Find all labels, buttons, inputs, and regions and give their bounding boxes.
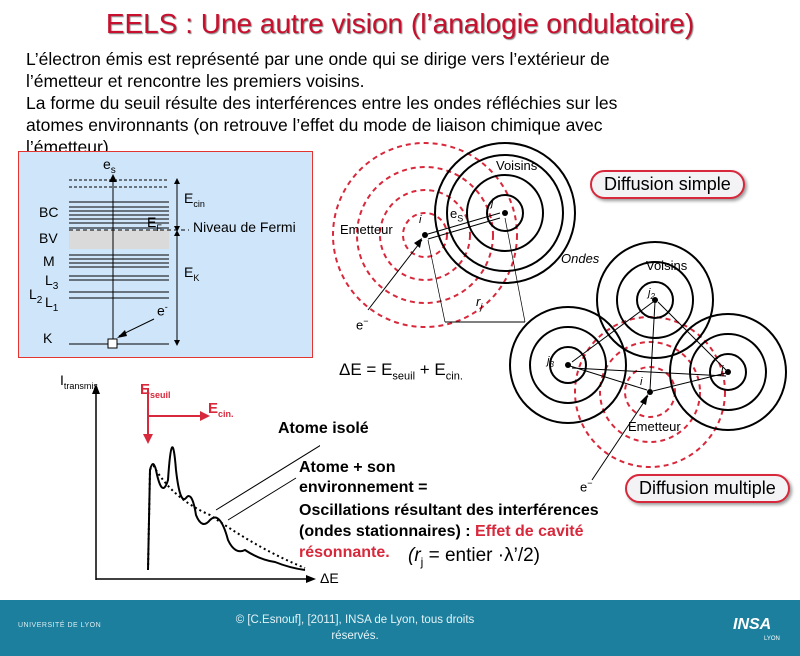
- k-label: K: [43, 330, 53, 346]
- neighbor-atom: [502, 210, 508, 216]
- neighbors-label: Voisins: [496, 158, 538, 173]
- atom-j2-label: j2: [648, 287, 655, 302]
- atom-j3-label: j3: [547, 355, 554, 370]
- neighbor-atom: [725, 369, 731, 375]
- environment-pointer: [227, 477, 297, 521]
- band-diagram-graphic: [69, 174, 189, 349]
- l3-label: L3: [45, 272, 59, 292]
- emitter-label: Emetteur: [340, 222, 393, 237]
- intro-line: atomes environnants (on retrouve l’effet…: [26, 115, 603, 135]
- intro-line: l’émetteur et rencontre les premiers voi…: [26, 71, 365, 91]
- neighbor-waves-multiple: [509, 241, 787, 431]
- simple-diffusion-label: Diffusion simple: [590, 170, 745, 199]
- bv-label: BV: [39, 230, 58, 246]
- insa-logo-sub: LYON: [764, 636, 780, 642]
- atom-environment-label: Atome + son: [299, 459, 396, 476]
- energy-band-diagram: es BC BV M L3 L2 L1 K Ecin EF Niveau de …: [18, 151, 313, 358]
- emitter-atom: [422, 232, 428, 238]
- rj-label: rj: [476, 294, 483, 312]
- footer-bar: [0, 600, 800, 656]
- intro-line: L’électron émis est représenté par une o…: [26, 49, 610, 69]
- x-axis-label: ΔE: [320, 570, 339, 586]
- oscillation-text: Oscillations résultant des interférences: [299, 502, 599, 519]
- neighbors-label: Voisins: [646, 258, 688, 273]
- atom-environment-label: environnement =: [299, 479, 428, 496]
- incident-electron-label: e−: [580, 478, 593, 495]
- oscillation-text: résonnante.: [299, 544, 390, 561]
- emitter-label: Emetteur: [628, 419, 681, 434]
- emitter-waves-simple: [332, 142, 518, 328]
- eseuil-label: Eseuil: [140, 381, 171, 400]
- university-logo: UNIVERSITÉ DE LYON: [18, 622, 102, 629]
- atom-j-label: j: [721, 364, 724, 376]
- insa-logo: INSA: [733, 616, 772, 633]
- arrow-head: [109, 174, 117, 182]
- atom-j-label: j: [491, 197, 494, 209]
- isolated-atom-curve: [147, 465, 306, 571]
- intro-text: L’électron émis est représenté par une o…: [26, 48, 726, 158]
- copyright-line: © [C.Esnouf], [2011], INSA de Lyon, tous…: [235, 614, 475, 626]
- fermi-level-label: Niveau de Fermi: [193, 219, 296, 235]
- incident-electron-label: e-: [157, 302, 168, 319]
- multiple-scattering-arrows: [569, 301, 727, 392]
- l-levels: [69, 275, 169, 299]
- es-label: es: [103, 156, 116, 176]
- waves-label: Ondes: [561, 251, 600, 266]
- ecin-label: Ecin: [184, 190, 205, 209]
- l1-label: L1: [45, 294, 59, 314]
- scattering-arrow: [427, 212, 501, 235]
- conduction-band-lines: [69, 201, 169, 229]
- ef-label: EF: [147, 214, 162, 233]
- oscillation-text: (ondes stationnaires) : Effet de cavité: [299, 523, 584, 540]
- resonance-formula: (rj = entier ·λ’/2): [408, 545, 541, 569]
- bc-label: BC: [39, 204, 59, 220]
- eels-spectrum-plot: [92, 384, 320, 583]
- atom-i-label: i: [640, 376, 643, 388]
- diffusion-diagram: [332, 142, 787, 481]
- emitter-atom: [647, 389, 653, 395]
- core-hole: [107, 338, 118, 349]
- copyright-text: © [C.Esnouf], [2011], INSA de Lyon, tous…: [190, 612, 520, 644]
- incident-electron-label: e−: [356, 316, 369, 333]
- isolated-atom-label: Atome isolé: [278, 420, 369, 437]
- ecin-label: Ecin.: [208, 400, 234, 419]
- l2-label: L2: [29, 286, 43, 306]
- intro-line: La forme du seuil résulte des interféren…: [26, 93, 618, 113]
- neighbor-atom: [565, 362, 571, 368]
- valence-band: [69, 230, 169, 249]
- slide-title: EELS : Une autre vision (l’analogie ondu…: [105, 8, 695, 39]
- m-label: M: [43, 253, 55, 269]
- incident-electron-arrow: [591, 395, 649, 481]
- neighbor-waves-simple: [434, 142, 576, 284]
- m-levels: [69, 254, 169, 268]
- ek-label: EK: [184, 264, 200, 283]
- multiple-diffusion-label: Diffusion multiple: [625, 474, 790, 503]
- atom-environment-curve: [147, 446, 306, 571]
- energy-equation: ΔE = Eseuil + Ecin.: [339, 360, 463, 383]
- es-label: eS: [450, 206, 464, 224]
- isolated-pointer: [215, 445, 320, 511]
- y-axis-label: Itransmis: [60, 372, 98, 391]
- neighbor-atom: [652, 297, 658, 303]
- copyright-line: réservés.: [331, 630, 379, 642]
- incident-electron-arrow: [367, 239, 423, 311]
- atom-i-label: i: [419, 214, 422, 226]
